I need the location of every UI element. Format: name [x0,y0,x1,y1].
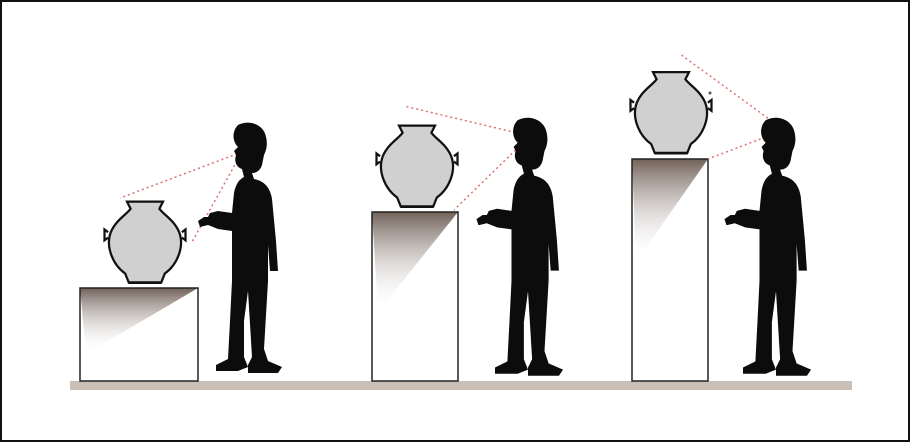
floor-line [70,381,852,390]
person-silhouette-icon [724,118,811,376]
pedestal-icon [372,212,458,381]
person-silhouette-icon [476,118,563,376]
scene-medium-pedestal [372,106,563,381]
vase-icon [105,202,186,283]
scene-high-pedestal [631,54,812,381]
vase-icon [377,126,458,207]
pedestal-icon [632,159,708,381]
person-silhouette-icon [198,123,282,373]
vase-icon [631,72,712,153]
scene-low-pedestal [80,123,282,381]
dot-mark [709,92,712,95]
pedestal-icon [80,288,198,381]
